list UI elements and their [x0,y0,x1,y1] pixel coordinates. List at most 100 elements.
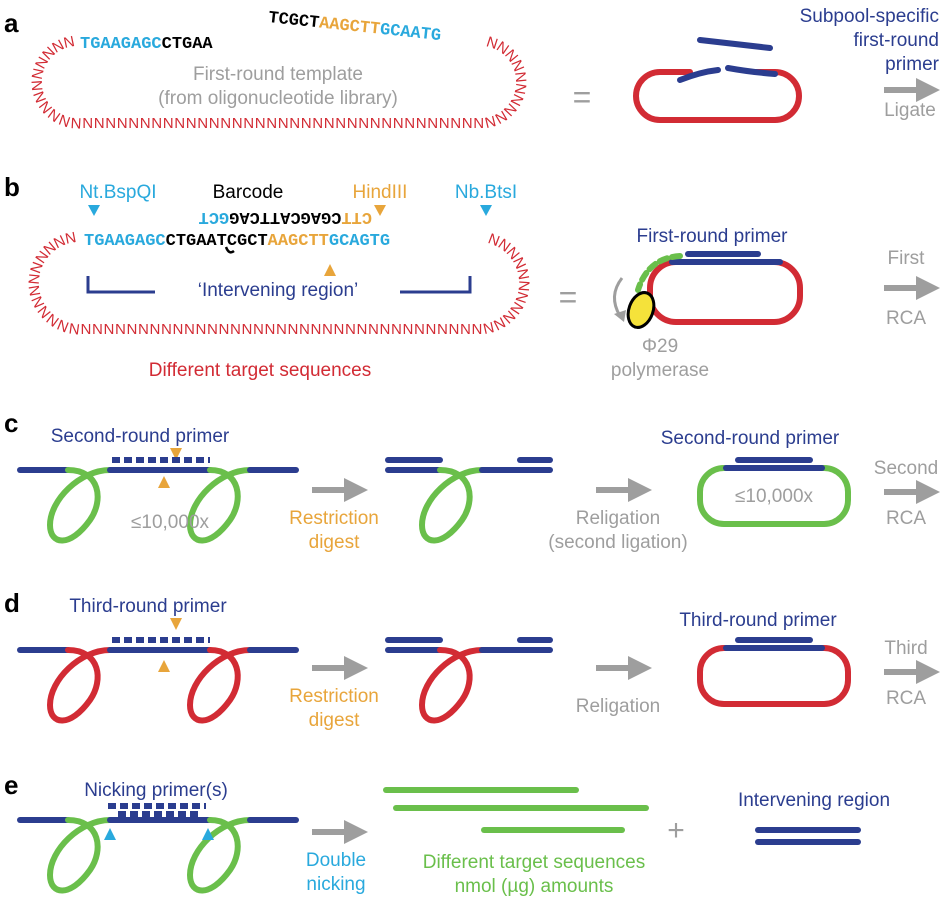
n-ring-b: NNNNNNNNNNNNNNNNNNNNNNNNNNNNNNNNNNNNNNNN… [26,229,533,337]
n-nucleotide: N [448,320,459,337]
n-nucleotide: N [174,114,185,131]
n-nucleotide: N [450,114,461,131]
n-nucleotide: N [105,114,116,131]
n-nucleotide: N [370,114,381,131]
primer-label-c-right: Second-round primer [661,428,840,449]
religation-c-1: Religation [576,508,661,529]
n-nucleotide: N [117,114,128,131]
nick-marker-left [104,828,116,840]
n-nucleotide: N [414,320,425,337]
n-nucleotide: N [345,320,356,337]
n-nucleotide: N [347,114,358,131]
intervening-bracket-right [400,276,472,294]
seq-a-right: TCGCTAAGCTTGCAATG [267,9,441,46]
equals-b: = [559,279,578,315]
n-nucleotide: N [287,320,298,337]
cut-site-marker-d-top [170,618,182,630]
n-nucleotide: N [299,320,310,337]
site-nt-bspqi: Nt.BspQI [79,182,156,203]
n-nucleotide: N [128,114,139,131]
primer-label-c: Second-round primer [51,426,230,447]
template-end-left [677,67,721,83]
n-nucleotide: N [322,320,333,337]
n-nucleotide: N [310,320,321,337]
intervening-label-e: Intervening region [738,790,890,811]
step-first-2: RCA [886,308,926,329]
intervening-label-b: ‘Intervening region’ [198,280,359,301]
n-nucleotide: N [26,273,44,285]
equals-a: = [573,79,592,115]
n-nucleotide: N [161,320,172,337]
seq-b-top-strand: CTTCGAGCATTCAGGCT [199,207,372,226]
n-nucleotide: N [126,320,137,337]
loop-c-1 [46,467,113,544]
n-nucleotide: N [195,320,206,337]
loop-c-fragment [418,467,485,544]
phi29-polymerase-shape [626,291,656,329]
primer-label-b: First-round primer [637,226,789,247]
n-nucleotide: N [393,114,404,131]
n-nucleotide: N [220,114,231,131]
digest-d-1: Restriction [289,686,379,707]
n-nucleotide: N [513,267,532,281]
n-nucleotide: N [64,229,78,248]
n-nucleotide: N [218,320,229,337]
new-strand-dashed [635,253,683,293]
n-nucleotide: N [511,82,530,96]
n-nucleotide: N [29,79,47,91]
primer-label-a-1: Subpool-specific [800,6,939,27]
n-nucleotide: N [163,114,174,131]
n-nucleotide: N [368,320,379,337]
polymerase-label-1: Φ29 [642,336,678,357]
cut-site-marker-bspqi [88,205,100,216]
digest-c-1: Restriction [289,508,379,529]
n-nucleotide: N [333,320,344,337]
loop-d-fragment [418,647,485,724]
loop-d-2 [186,647,253,724]
cut-site-marker-c-top [170,448,182,460]
nick-marker-right [202,828,214,840]
n-nucleotide: N [276,320,287,337]
intervening-bracket-left [86,276,155,294]
n-nucleotide: N [301,114,312,131]
step-third-1: Third [884,638,927,659]
targets-e-2: nmol (µg) amounts [455,876,614,897]
n-ring-a: NNNNNNNNNNNNNNNNNNNNNNNNNNNNNNNNNNNNNNNN… [29,33,530,131]
n-nucleotide: N [207,320,218,337]
step-first-1: First [888,248,926,269]
n-nucleotide: N [266,114,277,131]
site-nb-btsi: Nb.BtsI [455,182,517,203]
n-nucleotide: N [511,289,531,305]
n-nucleotide: N [255,114,266,131]
n-nucleotide: N [186,114,197,131]
n-nucleotide: N [209,114,220,131]
rotation-arrow-line [613,277,624,317]
digest-d-2: digest [309,710,360,731]
n-nucleotide: N [264,320,275,337]
n-nucleotide: N [94,114,105,131]
n-nucleotide: N [416,114,427,131]
n-nucleotide: N [29,67,48,81]
n-nucleotide: N [427,114,438,131]
n-nucleotide: N [391,320,402,337]
n-nucleotide: N [289,114,300,131]
seq-b-bottom-strand: TGAAGAGCCTGAATCGCTAAGCTTGCAGTG [84,232,390,251]
n-nucleotide: N [404,114,415,131]
n-nucleotide: N [402,320,413,337]
n-nucleotide: N [243,114,254,131]
n-nucleotide: N [149,320,160,337]
n-nucleotide: N [92,320,103,337]
cut-site-marker-btsi [480,205,492,216]
panel-d: d Third-round primer Restriction digest … [4,588,940,731]
polymerase-label-2: polymerase [611,360,709,381]
loop-c-2 [186,467,253,544]
primer-label-a-3: primer [885,54,940,75]
n-nucleotide: N [471,320,482,337]
n-nucleotide: N [511,71,529,84]
panel-letter-e: e [4,770,18,800]
nicking-e-1: Double [306,850,366,871]
religation-c-2: (second ligation) [548,532,687,553]
step-second-2: RCA [886,508,926,529]
panel-c: c Second-round primer ≤10,000x Restricti… [4,408,940,553]
